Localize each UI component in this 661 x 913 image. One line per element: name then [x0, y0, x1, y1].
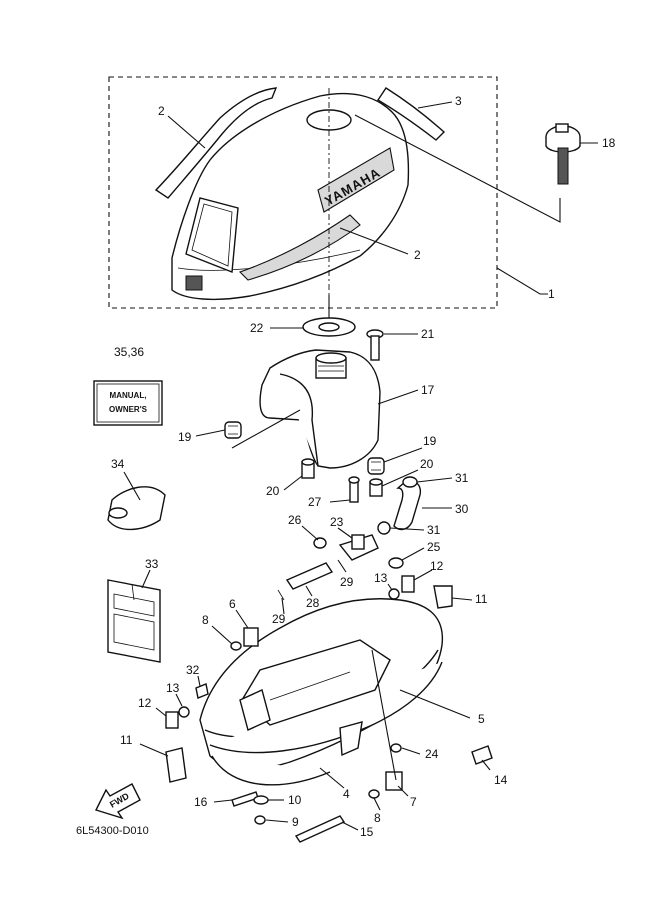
washer-10 [253, 795, 269, 805]
screw-25 [388, 557, 404, 569]
primer-knob [545, 123, 581, 185]
callout-28: 28 [306, 596, 320, 610]
callout-20-left: 20 [266, 484, 280, 498]
fitting-20-left [301, 458, 315, 479]
bolt-21 [366, 329, 384, 361]
callout-14: 14 [494, 773, 508, 787]
callout-26: 26 [288, 513, 302, 527]
callout-6: 6 [229, 597, 236, 611]
callout-29-lower: 29 [272, 612, 286, 626]
fuel-tank [259, 349, 381, 469]
callout-30: 30 [455, 502, 469, 516]
callout-24: 24 [425, 747, 439, 761]
callout-5: 5 [478, 712, 485, 726]
callout-31-lower: 31 [427, 523, 441, 537]
callout-19-left: 19 [178, 430, 192, 444]
grommet [302, 317, 356, 337]
callout-21: 21 [421, 327, 435, 341]
callout-2-lower: 2 [414, 248, 421, 262]
top-cowling-assembly-box [108, 76, 498, 309]
strip-15 [294, 815, 346, 843]
callout-18: 18 [602, 136, 616, 150]
callout-13-left: 13 [166, 681, 180, 695]
callout-22: 22 [250, 321, 264, 335]
callout-8-left: 8 [202, 613, 209, 627]
callout-7: 7 [410, 795, 417, 809]
bracket-6 [243, 627, 259, 647]
callout-29-upper: 29 [340, 575, 354, 589]
callout-10: 10 [288, 793, 302, 807]
callout-17: 17 [421, 383, 435, 397]
callout-1: 1 [548, 287, 555, 301]
callout-32: 32 [186, 663, 200, 677]
callout-35-36: 35,36 [114, 345, 144, 359]
callout-34: 34 [111, 457, 125, 471]
owners-manual [93, 380, 163, 426]
hose-28 [285, 562, 334, 590]
screw-24 [390, 743, 402, 753]
grommet-19-left [224, 421, 242, 439]
callout-15: 15 [360, 825, 374, 839]
decal-right-stripe [377, 87, 446, 141]
clip-31-lower [377, 521, 391, 535]
caution-label-sheet [107, 579, 161, 663]
screw-8-left [230, 641, 242, 651]
label-32 [195, 683, 209, 699]
spare-parts-pouch [107, 486, 166, 531]
callout-2-upper: 2 [158, 104, 165, 118]
label-14 [471, 745, 493, 765]
screw-8-right [368, 789, 380, 799]
callout-20-right: 20 [420, 457, 434, 471]
callout-8-right: 8 [374, 811, 381, 825]
fuel-joint [338, 534, 379, 561]
callout-12-right: 12 [430, 559, 444, 573]
callout-11-right: 11 [475, 592, 488, 606]
screw-9 [254, 815, 266, 825]
callout-23: 23 [330, 515, 344, 529]
forward-arrow [95, 783, 141, 820]
callout-25: 25 [427, 540, 441, 554]
screw-13-left [178, 706, 190, 718]
callout-12-left: 12 [138, 696, 152, 710]
clamp-lever-11-right [433, 585, 453, 609]
decal-left-stripe [154, 87, 278, 199]
leader-lines [123, 101, 598, 831]
cap-26 [313, 537, 327, 549]
callout-3: 3 [455, 94, 462, 108]
clip-31-upper [402, 476, 418, 488]
diagram-code: 6L54300-D010 [76, 825, 149, 837]
callout-19-right: 19 [423, 434, 437, 448]
manual-label-line1: MANUAL, [110, 391, 147, 400]
fitting-20-right [369, 478, 383, 497]
clip-29-left [277, 589, 285, 601]
callout-9: 9 [292, 815, 299, 829]
callout-33: 33 [145, 557, 159, 571]
lever-12-left [165, 711, 179, 729]
fuel-hose [393, 480, 422, 531]
bottom-cowling [199, 598, 444, 786]
grommet-19-right [367, 457, 385, 475]
top-cowling [171, 92, 410, 301]
callout-labels: 2 3 18 2 1 22 21 35,36 17 19 19 34 20 20… [111, 94, 616, 839]
callout-4: 4 [343, 787, 350, 801]
callout-31-upper: 31 [455, 471, 469, 485]
screw-13-right [388, 588, 400, 600]
clamp-lever-11-left [165, 747, 187, 783]
callout-16: 16 [194, 795, 208, 809]
manual-label-line2: OWNER'S [109, 405, 148, 414]
joint-27 [348, 476, 360, 503]
callout-11-left: 11 [120, 733, 133, 747]
lever-12-right [401, 575, 415, 593]
callout-27: 27 [308, 495, 322, 509]
callout-13-right: 13 [374, 571, 388, 585]
